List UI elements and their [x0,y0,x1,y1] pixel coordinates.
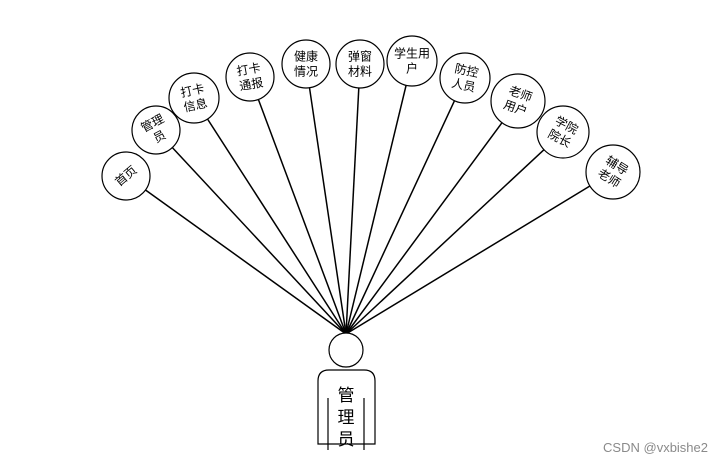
use-case-label-line: 健康 [294,49,318,64]
use-case-student-user: 学生用户 [386,35,438,87]
actor-admin: 管理员 [317,332,376,450]
use-case-circle [131,105,181,155]
use-case-label-line: 防控 [453,60,480,80]
nodes-layer: 首页管理员打卡信息打卡通报健康情况弹窗材料学生用户防控人员老师用户学院院长辅导老… [101,35,641,201]
edge-health [308,87,347,335]
actor-label-char: 员 [338,430,355,450]
use-case-label-line: 员 [151,128,168,146]
use-case-circle [536,105,590,159]
watermark: CSDN @vxbishe2 [603,440,708,455]
use-case-label: 弹窗材料 [348,50,372,79]
edge-dean [345,149,545,335]
edge-checkin-info [206,118,347,335]
edge-checkin-notice [257,99,347,335]
use-case-label-line: 信息 [182,95,209,115]
actor-head [328,332,364,368]
use-case-dean: 学院院长 [536,105,590,159]
actor-body [317,369,376,445]
use-case-label-line: 弹窗 [348,50,372,64]
use-case-checkin-notice: 打卡通报 [225,52,275,102]
use-case-circle [585,144,641,200]
edge-home [145,189,347,335]
edge-prevention-staff [345,100,456,335]
edge-popup-material [345,87,360,335]
use-case-label: 防控人员 [450,60,480,94]
use-case-circle [281,39,331,89]
edge-student-user [345,85,407,335]
use-case-home: 首页 [101,151,151,201]
use-case-label-line: 情况 [294,65,318,79]
use-case-label-line: 学生用 [394,46,430,61]
edge-counselor [345,185,591,335]
use-case-label: 学生用户 [394,46,430,76]
use-case-teacher-user: 老师用户 [490,73,546,129]
use-case-label-line: 打卡 [236,61,262,79]
use-case-circle [225,52,275,102]
use-case-circle [386,35,438,87]
use-case-prevention-staff: 防控人员 [439,52,491,104]
actor-label: 管理员 [338,386,355,450]
actor-label-char: 理 [338,408,355,428]
use-case-label-line: 户 [406,61,418,76]
use-case-label-line: 通报 [238,74,264,93]
use-case-label-line: 材料 [348,65,372,79]
actor-label-char: 管 [338,386,355,406]
use-case-health: 健康情况 [281,39,331,89]
use-case-label-line: 人员 [450,76,476,95]
use-case-circle [439,52,491,104]
edge-admin [171,147,347,335]
edges-layer [145,85,591,335]
use-case-label-line: 打卡 [179,81,205,100]
use-case-checkin-info: 打卡信息 [168,72,220,124]
use-case-counselor: 辅导老师 [585,144,641,200]
use-case-label: 打卡信息 [179,81,209,114]
use-case-circle [490,73,546,129]
use-case-circle [101,151,151,201]
use-case-label: 健康情况 [294,49,318,79]
use-case-label: 打卡通报 [236,61,265,94]
use-case-admin: 管理员 [131,105,181,155]
edge-teacher-user [345,122,503,335]
use-case-popup-material: 弹窗材料 [335,39,385,89]
use-case-circle [335,39,385,89]
use-case-circle [168,72,220,124]
